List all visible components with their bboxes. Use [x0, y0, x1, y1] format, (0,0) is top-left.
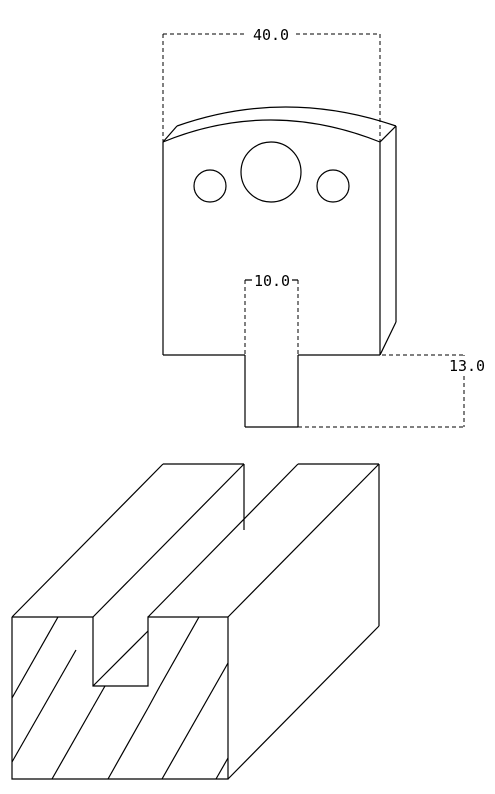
dimension-width-top: 40.0 — [162, 25, 381, 142]
dimension-tab-height: 13.0 — [298, 354, 488, 428]
edge-slot-left-top — [92, 463, 245, 618]
large-hole — [240, 141, 302, 203]
small-hole-right — [316, 169, 350, 203]
section-hatching — [11, 616, 229, 780]
plate-back-arc — [176, 106, 397, 127]
plate-top-arc — [162, 119, 381, 143]
slotted-block — [11, 463, 380, 780]
edge-bottom-right — [227, 625, 380, 780]
plate-corner-left — [162, 125, 178, 143]
dimension-slot-width: 10.0 — [245, 271, 298, 290]
plate-side-bottom — [379, 321, 397, 356]
dim-label-slot-width: 10.0 — [254, 272, 290, 290]
edge-top-left — [11, 463, 164, 618]
dim-label-tab-height: 13.0 — [449, 357, 485, 375]
edge-top-right — [227, 463, 380, 618]
edge-slot-floor — [92, 630, 149, 687]
edge-slot-right-top — [147, 463, 299, 618]
dim-label-width-top: 40.0 — [253, 26, 289, 44]
small-hole-left — [193, 169, 227, 203]
plate-corner-right — [379, 125, 397, 143]
plate-view — [162, 106, 397, 428]
